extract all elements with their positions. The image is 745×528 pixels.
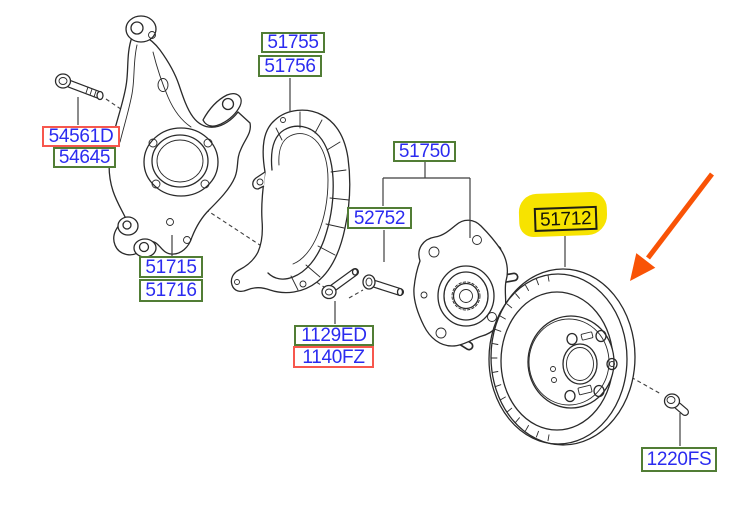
part-label-52752[interactable]: 52752 [347, 207, 412, 229]
brake-disc-drawing [488, 268, 636, 446]
part-label-51750[interactable]: 51750 [393, 141, 456, 162]
part-label-51756[interactable]: 51756 [258, 55, 322, 77]
part-label-1220fs[interactable]: 1220FS [641, 447, 717, 472]
strut-bolt-drawing [54, 73, 104, 101]
bracket-51750 [382, 162, 471, 238]
part-label-51715[interactable]: 51715 [139, 256, 203, 278]
part-label-51712[interactable]: 51712 [533, 205, 598, 233]
part-label-51716[interactable]: 51716 [139, 279, 203, 302]
part-label-1129ed[interactable]: 1129ED [294, 325, 374, 346]
hub-bearing-drawing [413, 219, 519, 351]
leader-lines [77, 78, 681, 446]
shield-bolt-drawing [321, 268, 359, 300]
pointer-arrow [630, 172, 714, 281]
part-label-54561d[interactable]: 54561D [42, 126, 120, 147]
part-label-54645[interactable]: 54645 [53, 147, 116, 168]
disc-screw-drawing [663, 393, 689, 416]
dust-shield-drawing [230, 109, 351, 294]
part-label-1140fz[interactable]: 1140FZ [293, 346, 374, 368]
part-label-51755[interactable]: 51755 [261, 32, 325, 53]
disc-vent-ticks [490, 274, 550, 442]
steering-knuckle-drawing [108, 15, 251, 258]
selected-part-highlight: 51712 [518, 191, 608, 238]
wheel-stud-drawing [362, 274, 404, 297]
